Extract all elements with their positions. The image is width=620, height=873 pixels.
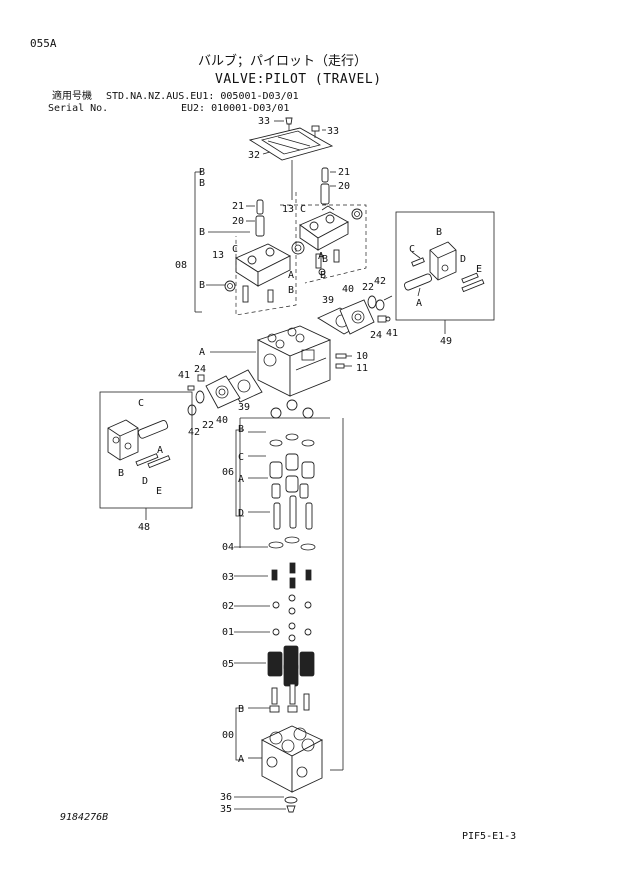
callout-41-right: 41 [386,328,398,339]
callout-22-right: 22 [362,282,374,293]
callout-04: 04 [222,542,234,553]
callout-24-right: 24 [370,330,382,341]
letter-C: C [300,204,306,215]
callout-39-right: 39 [322,295,334,306]
callout-36: 36 [220,792,232,803]
letter-B: B [436,227,442,238]
pin-21-upper [320,167,330,205]
letter-A: A [238,474,244,485]
callout-21-left: 21 [232,201,244,212]
letter-E: E [476,264,482,275]
cam-assembly-left [224,241,305,303]
cover-plate-32 [248,127,334,161]
callout-40-left: 40 [216,415,228,426]
title-english: VALVE:PILOT (TRAVEL) [215,72,382,87]
screw-33-left [285,117,293,131]
callout-33-right: 33 [327,126,339,137]
letter-C: C [138,398,144,409]
screw-33-right [311,125,320,138]
callout-00: 00 [222,730,234,741]
callout-13-left: 13 [212,250,224,261]
callout-13-right: 13 [282,204,294,215]
callout-21-upper: 21 [338,167,350,178]
letter-D: D [238,508,244,519]
callout-08: 08 [175,260,187,271]
plunger-stack [267,399,316,713]
callout-48: 48 [138,522,150,533]
detail-49-parts [403,241,485,293]
end-cover-40-left [205,375,241,409]
page-code: 055A [30,37,57,50]
callout-24-left: 24 [194,364,206,375]
letter-C: C [409,244,415,255]
letter-A: A [318,251,324,262]
callout-42-right: 42 [374,276,386,287]
callout-02: 02 [222,601,234,612]
callout-11: 11 [356,363,368,374]
letter-C: C [232,244,238,255]
callout-03: 03 [222,572,234,583]
letter-C: C [238,452,244,463]
end-cover-40-right [339,299,375,335]
callout-06: 06 [222,467,234,478]
serial-label: Serial No. [48,103,109,114]
callout-41-left: 41 [178,370,190,381]
letter-A: A [238,754,244,765]
letter-B: B [199,178,205,189]
letter-B: B [322,254,328,265]
callout-40-right: 40 [342,284,354,295]
callout-01: 01 [222,627,234,638]
letter-B: B [320,270,326,281]
letter-A: A [199,347,205,358]
callout-32: 32 [248,150,260,161]
letter-E: E [156,486,162,497]
applicable-label: 適用号機 [52,91,92,102]
letter-B: B [238,704,244,715]
serial-eu2: EU2: 010001-D03/01 [181,103,290,114]
letter-B: B [199,227,205,238]
callout-35: 35 [220,804,232,815]
letter-B: B [288,285,294,296]
letter-A: A [288,270,294,281]
applicable-models: STD.NA.NZ.AUS.EU1: 005001-D03/01 [106,91,299,102]
callout-20-upper: 20 [338,181,350,192]
callout-10: 10 [356,351,368,362]
callout-20-left: 20 [232,216,244,227]
figure-number: 9184276B [60,812,109,823]
letter-A: A [157,445,163,456]
pin-21-left [255,199,265,237]
callout-33-left: 33 [258,116,270,127]
valve-casing [260,725,324,813]
cam-assembly-right [299,205,363,251]
title-japanese: バルブ；パイロット（走行） [198,54,368,69]
letter-D: D [460,254,466,265]
callout-42-left: 42 [188,427,200,438]
callout-39-left: 39 [238,402,250,413]
letter-B: B [238,424,244,435]
page-reference: PIF5-E1-3 [462,831,517,842]
letter-D: D [142,476,148,487]
callout-49: 49 [440,336,452,347]
valve-body [256,325,332,397]
callout-22-left: 22 [202,420,214,431]
letter-B: B [118,468,124,479]
detail-48-parts [107,419,171,469]
callout-05: 05 [222,659,234,670]
letter-B: B [199,167,205,178]
letter-B: B [199,280,205,291]
letter-A: A [416,298,422,309]
